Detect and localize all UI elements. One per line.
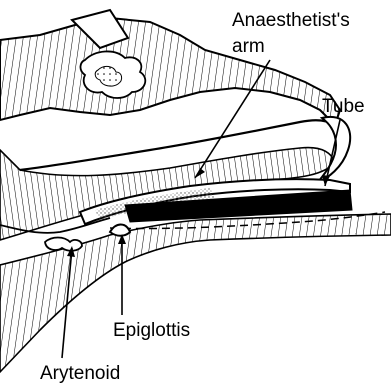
label-arytenoid: Arytenoid [40, 363, 120, 384]
nasal-skull-region [0, 18, 340, 125]
arytenoid [45, 238, 82, 251]
epiglottis [110, 225, 130, 236]
label-anaesthetist-arm-line1: Anaesthetist's [232, 10, 350, 31]
label-epiglottis: Epiglottis [113, 320, 190, 341]
label-anaesthetist-arm-line2: arm [232, 36, 265, 57]
label-tube: Tube [322, 96, 365, 117]
